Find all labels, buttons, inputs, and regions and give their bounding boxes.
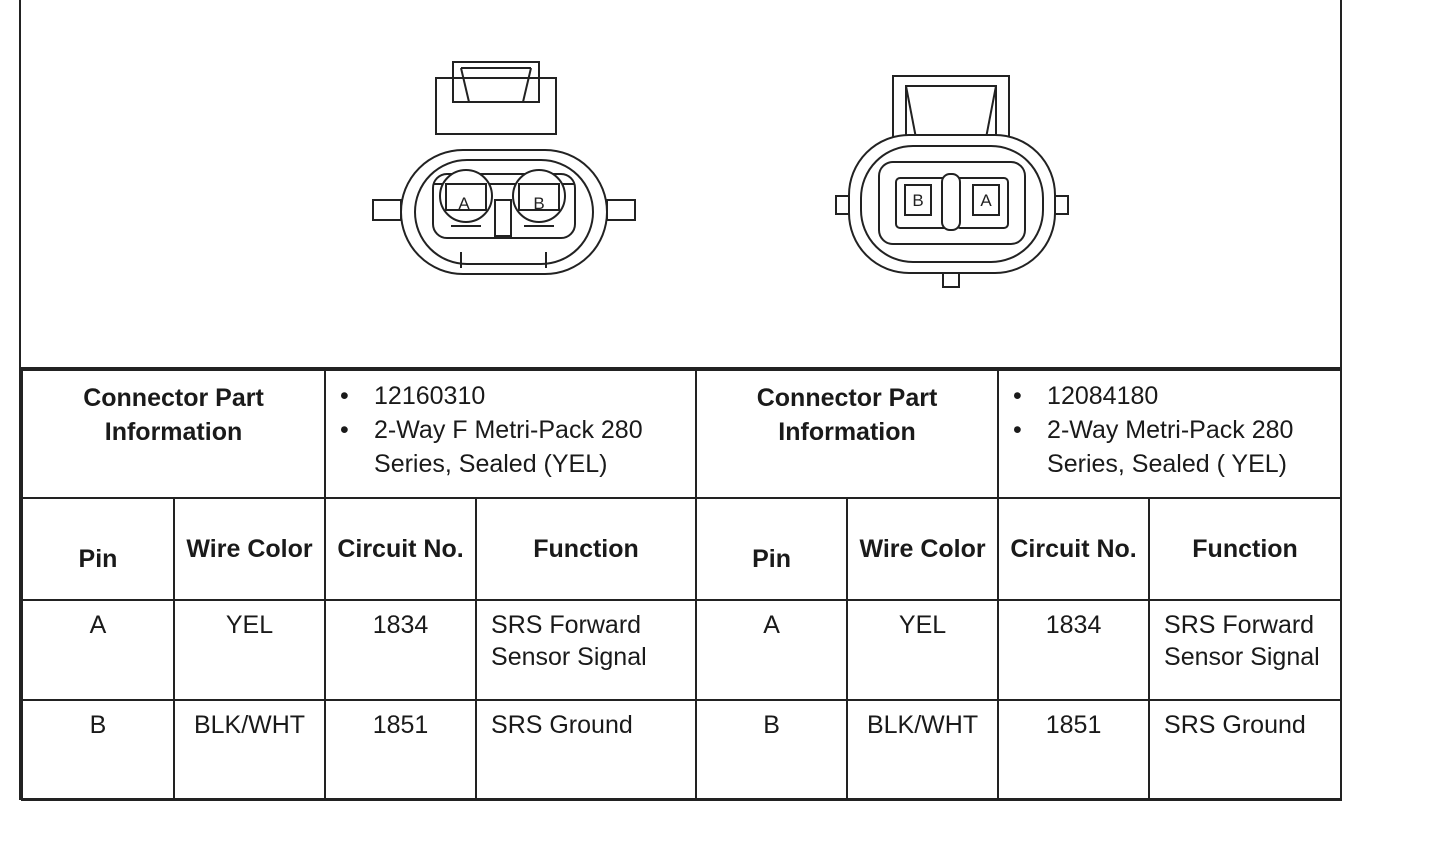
cavity-label: B [533, 194, 544, 213]
wire-color-cell: BLK/WHT [866, 711, 979, 739]
header-circuit-no: Circuit No. [337, 534, 464, 563]
connector-part-info-label: Connector Part Information [695, 369, 1000, 499]
column-header-row: Pin Wire Color Circuit No. Function Pin … [21, 497, 1343, 601]
header-pin: Pin [78, 544, 118, 573]
part-description: 2-Way Metri-Pack 280 Series, Sealed ( YE… [1013, 413, 1340, 481]
part-number: 12160310 [340, 379, 695, 413]
connector-pin-table: Connector Part Information 12160310 2-Wa… [20, 369, 1343, 801]
header-function: Function [533, 534, 639, 563]
cavity-label: A [458, 194, 470, 213]
table-row: B BLK/WHT 1851 SRS Ground B BLK/WHT 1851… [21, 699, 1343, 801]
circuit-no-cell: 1834 [1045, 611, 1102, 639]
circuit-no-cell: 1851 [372, 711, 429, 739]
cavity-label: B [912, 191, 923, 210]
header-function: Function [1192, 534, 1298, 563]
function-cell: SRS Forward Sensor Signal [1164, 611, 1320, 671]
wire-color-cell: YEL [898, 611, 947, 639]
left-connector-icon [372, 61, 636, 275]
wire-color-cell: BLK/WHT [193, 711, 306, 739]
function-cell: SRS Forward Sensor Signal [491, 611, 647, 671]
function-cell: SRS Ground [1164, 711, 1306, 739]
part-number: 12084180 [1013, 379, 1340, 413]
connector-part-info-value: 12160310 2-Way F Metri-Pack 280 Series, … [324, 369, 698, 499]
pin-cell: B [89, 711, 107, 739]
pin-cell: A [763, 611, 780, 639]
connector-part-info-label: Connector Part Information [20, 369, 327, 499]
header-wire-color: Wire Color [859, 534, 986, 563]
cavity-label: A [980, 191, 992, 210]
connector-illustrations: A B B A [372, 61, 1069, 288]
header-circuit-no: Circuit No. [1010, 534, 1137, 563]
part-description: 2-Way F Metri-Pack 280 Series, Sealed (Y… [340, 413, 695, 481]
function-cell: SRS Ground [491, 711, 633, 739]
table-row: A YEL 1834 SRS Forward Sensor Signal A Y… [21, 599, 1343, 701]
wire-color-cell: YEL [225, 611, 274, 639]
circuit-no-cell: 1834 [372, 611, 429, 639]
connector-part-info-value: 12084180 2-Way Metri-Pack 280 Series, Se… [997, 369, 1343, 499]
circuit-no-cell: 1851 [1045, 711, 1102, 739]
connector-chart: A B B A Connector Part Information 12160… [19, 0, 1343, 801]
right-connector-icon [835, 75, 1069, 288]
header-wire-color: Wire Color [186, 534, 313, 563]
connector-info-row: Connector Part Information 12160310 2-Wa… [20, 369, 1343, 499]
pin-cell: B [763, 711, 780, 739]
connector-diagram-area: A B B A [21, 0, 1340, 369]
header-pin: Pin [752, 544, 791, 573]
pin-cell: A [89, 611, 107, 639]
